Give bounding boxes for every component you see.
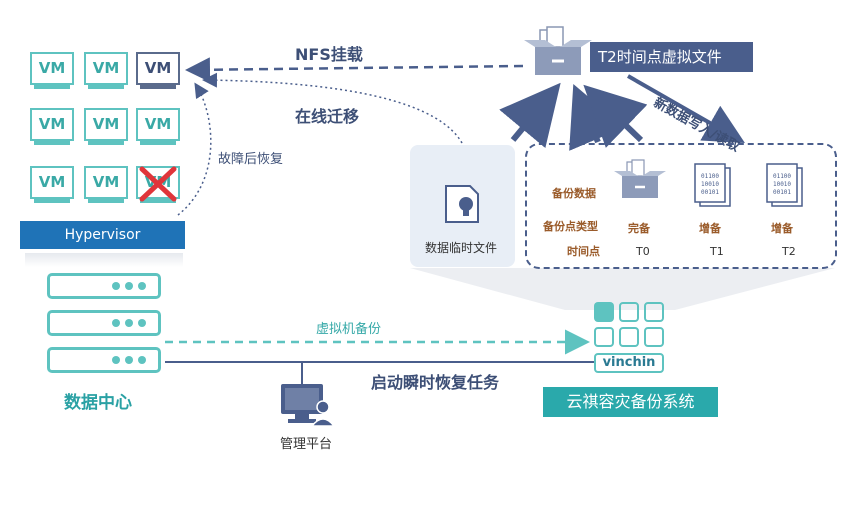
datacenter-label: 数据中心 (64, 393, 132, 413)
time-t0: T0 (636, 245, 650, 258)
vm-tile: VM (30, 52, 74, 85)
type-incremental-1: 增备 (699, 222, 721, 235)
vm-tile: VM (84, 108, 128, 141)
vinchin-logo: vinchin (594, 302, 666, 376)
server-unit (47, 347, 161, 373)
vm-tile-selected: VM (136, 52, 180, 85)
nfs-mount-arrow (185, 57, 524, 83)
fault-recovery-arrow (177, 82, 212, 216)
instant-recovery-label: 启动瞬时恢复任务 (371, 373, 500, 392)
vm-tile: VM (30, 108, 74, 141)
vm-tile: VM (84, 52, 128, 85)
live-migration-arrow (202, 72, 463, 144)
server-unit (47, 273, 161, 299)
time-t1: T1 (710, 245, 724, 258)
type-incremental-2: 增备 (771, 222, 793, 235)
vm-tile: VM (30, 166, 74, 199)
server-unit (47, 310, 161, 336)
panel-funnel (410, 268, 835, 310)
vm-backup-label: 虚拟机备份 (316, 322, 382, 337)
merge-arrows (499, 82, 648, 151)
time-t2: T2 (782, 245, 796, 258)
t2-virtual-file-label: T2时间点虚拟文件 (590, 42, 753, 72)
management-platform-label: 管理平台 (280, 437, 333, 452)
vm-tile: VM (136, 108, 180, 141)
row-label-time: 时间点 (567, 245, 600, 258)
fault-recovery-label: 故障后恢复 (218, 152, 284, 167)
hypervisor-bar: Hypervisor (20, 221, 185, 249)
system-label: 云祺容灾备份系统 (543, 387, 718, 417)
vinchin-wordmark: vinchin (594, 353, 664, 373)
read-write-arrow (627, 74, 745, 143)
type-full: 完备 (628, 222, 650, 235)
row-label-point-type: 备份点类型 (543, 220, 598, 233)
live-migration-label: 在线迁移 (295, 107, 360, 126)
vm-tile: VM (84, 166, 128, 199)
nfs-mount-label: NFS挂载 (295, 45, 363, 64)
backup-points-panel (525, 143, 837, 269)
temp-data-label: 数据临时文件 (425, 241, 498, 255)
row-label-backup-data: 备份数据 (552, 187, 596, 200)
